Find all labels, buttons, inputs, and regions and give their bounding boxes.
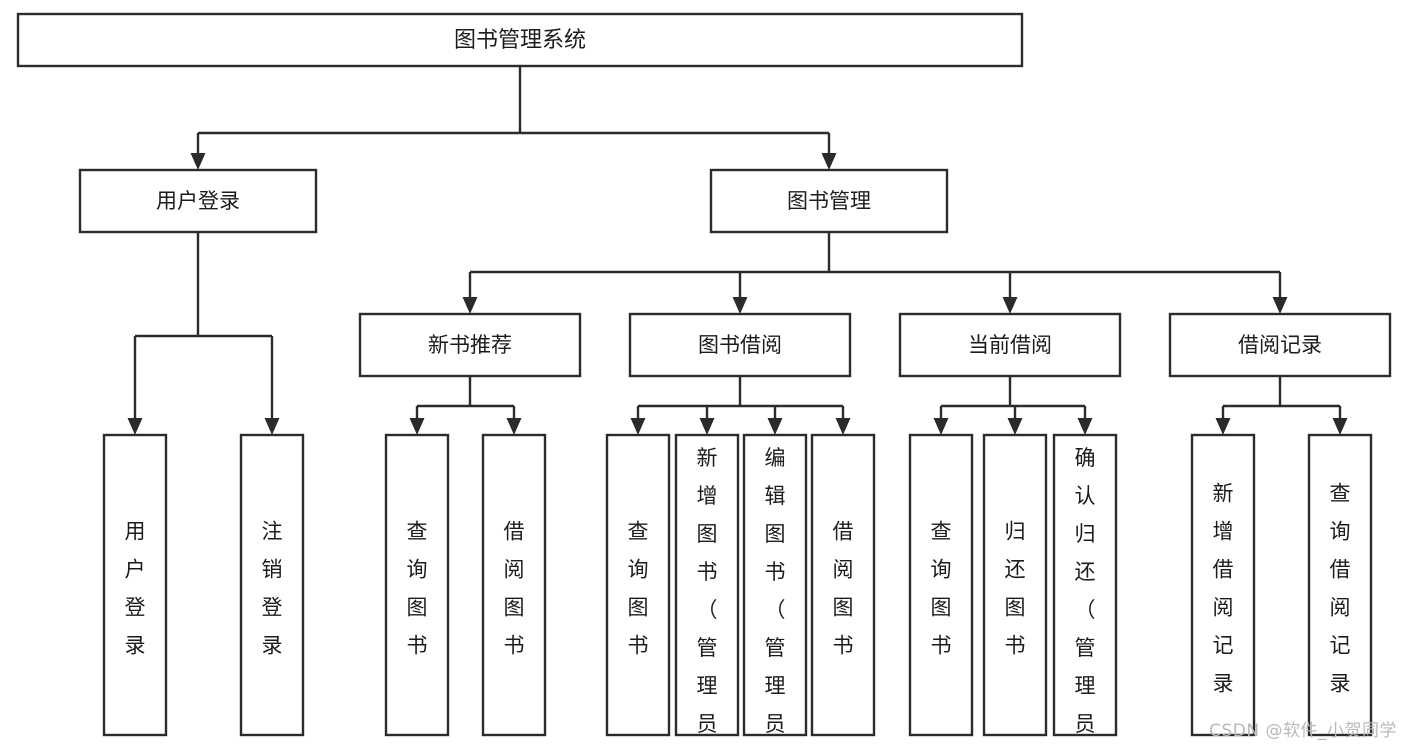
node-leaf-confirm-return[interactable]: 确认归还（管理员） [1052, 433, 1118, 747]
node-user-login[interactable]: 用户登录 [78, 168, 318, 234]
arrow-head-icon [699, 418, 715, 435]
node-label: 查询借阅记录 [1330, 482, 1351, 696]
node-leaf-return-book[interactable]: 归还图书 [982, 433, 1048, 737]
node-box [982, 433, 1048, 737]
node-book-borrow[interactable]: 图书借阅 [628, 312, 852, 378]
node-box [810, 433, 876, 737]
edge-group-book-borrow [630, 376, 851, 435]
node-label: 新增借阅记录 [1213, 482, 1234, 696]
node-box [102, 433, 168, 737]
node-label: 图书借阅 [698, 333, 782, 357]
node-label: 借阅图书 [833, 520, 854, 658]
node-borrow-record[interactable]: 借阅记录 [1168, 312, 1392, 378]
node-label: 确认归还（管理员） [1075, 446, 1096, 747]
node-label: 归还图书 [1005, 520, 1026, 658]
node-box [674, 433, 740, 737]
node-leaf-logout[interactable]: 注销登录 [239, 433, 305, 737]
node-box [1307, 433, 1373, 737]
arrow-head-icon [264, 418, 280, 435]
node-label: 当前借阅 [968, 333, 1052, 357]
edge-group-current-borrow [933, 376, 1093, 435]
node-box [1052, 433, 1118, 737]
csdn-watermark: CSDN @软件_小贺同学 [1209, 721, 1397, 741]
arrow-head-icon [409, 418, 425, 435]
node-box [16, 12, 1024, 68]
node-label: 新增图书（管理员） [697, 446, 718, 747]
arrow-head-icon [1007, 418, 1023, 435]
node-leaf-add-record[interactable]: 新增借阅记录 [1190, 433, 1256, 737]
arrow-head-icon [767, 418, 783, 435]
node-leaf-query-record[interactable]: 查询借阅记录 [1307, 433, 1373, 737]
node-box [908, 433, 974, 737]
node-leaf-query-book-rec[interactable]: 查询图书 [384, 433, 450, 737]
node-label: 用户登录 [125, 520, 146, 658]
node-label: 查询图书 [931, 520, 952, 658]
arrow-head-icon [127, 418, 143, 435]
node-leaf-add-book[interactable]: 新增图书（管理员） [674, 433, 740, 747]
node-root[interactable]: 图书管理系统 [16, 12, 1024, 68]
node-label: 借阅图书 [504, 520, 525, 658]
arrow-head-icon [1002, 297, 1018, 314]
node-box [78, 168, 318, 234]
node-box [709, 168, 949, 234]
node-box [742, 433, 808, 737]
node-label: 用户登录 [156, 189, 240, 213]
arrow-head-icon [630, 418, 646, 435]
node-label: 注销登录 [262, 520, 283, 658]
node-book-manage[interactable]: 图书管理 [709, 168, 949, 234]
arrow-head-icon [1215, 418, 1231, 435]
node-box [358, 312, 582, 378]
arrow-head-icon [506, 418, 522, 435]
arrow-head-icon [1077, 418, 1093, 435]
node-label: 编辑图书（管理员） [765, 446, 786, 747]
node-label: 新书推荐 [428, 333, 512, 357]
node-box [628, 312, 852, 378]
node-box [1190, 433, 1256, 737]
node-box [384, 433, 450, 737]
node-box [239, 433, 305, 737]
edge-group-borrow-record [1215, 376, 1348, 435]
node-leaf-user-login[interactable]: 用户登录 [102, 433, 168, 737]
arrow-head-icon [933, 418, 949, 435]
node-box [898, 312, 1122, 378]
node-box [605, 433, 671, 737]
node-box [481, 433, 547, 737]
node-label: 图书管理 [787, 189, 871, 213]
edge-group-root [190, 66, 837, 170]
arrow-head-icon [462, 297, 478, 314]
node-leaf-edit-book[interactable]: 编辑图书（管理员） [742, 433, 808, 747]
node-current-borrow[interactable]: 当前借阅 [898, 312, 1122, 378]
node-leaf-query-book-cur[interactable]: 查询图书 [908, 433, 974, 737]
connector-layer [127, 66, 1348, 435]
arrow-head-icon [835, 418, 851, 435]
node-leaf-borrow-book-rec[interactable]: 借阅图书 [481, 433, 547, 737]
arrow-head-icon [1272, 297, 1288, 314]
edge-group-new-book-rec [409, 376, 522, 435]
node-leaf-query-book-borrow[interactable]: 查询图书 [605, 433, 671, 737]
arrow-head-icon [821, 153, 837, 170]
arrow-head-icon [732, 297, 748, 314]
arrow-head-icon [190, 153, 206, 170]
node-label: 借阅记录 [1238, 333, 1322, 357]
node-label: 查询图书 [407, 520, 428, 658]
node-label: 图书管理系统 [454, 28, 586, 53]
arrow-head-icon [1332, 418, 1348, 435]
node-new-book-rec[interactable]: 新书推荐 [358, 312, 582, 378]
edge-group-user-login [127, 232, 280, 435]
node-leaf-borrow-book[interactable]: 借阅图书 [810, 433, 876, 737]
node-layer: 图书管理系统用户登录图书管理新书推荐图书借阅当前借阅借阅记录用户登录注销登录查询… [16, 12, 1392, 747]
node-box [1168, 312, 1392, 378]
edge-group-book-manage [462, 232, 1288, 314]
node-label: 查询图书 [628, 520, 649, 658]
